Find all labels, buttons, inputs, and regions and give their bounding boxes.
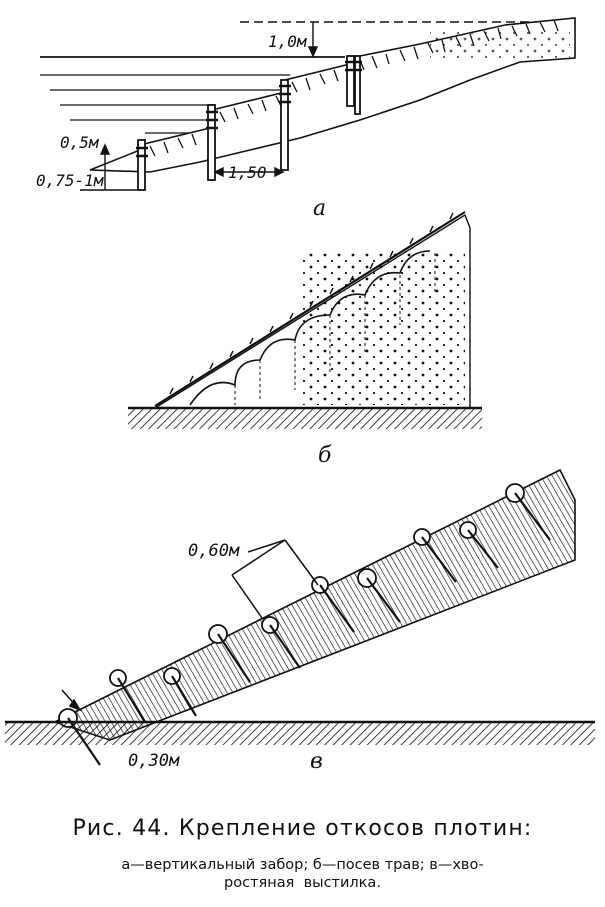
figure-caption-title: Рис. 44. Крепление откосов плотин: [72,816,533,841]
panel-c-brushwood-lining: 0,60м 0,30м в [5,468,595,774]
turf-cell-dividers [234,253,436,405]
water-surface [40,56,345,134]
ground-hatch-b [128,409,482,429]
panel-b-letter: б [318,443,332,468]
label-0-60m: 0,60м [188,541,240,561]
label-0-5m: 0,5м [60,133,100,152]
ground-hatch-c [5,723,595,745]
grass-surface-line [154,211,466,407]
turf-cells [189,250,431,406]
panel-c-letter: в [310,749,323,774]
stakes [67,492,551,766]
label-0-30m: 0,30м [128,751,180,771]
soil-dots [430,30,570,60]
soil-dots-b [300,250,465,405]
legend-line-1: а—вертикальный забор; б—посев трав; в—хв… [121,857,484,873]
fence-posts [137,55,361,191]
legend-line-2: ростяная выстилка. [224,875,381,891]
label-0-75-1m: 0,75-1м [36,171,105,190]
label-1-0m: 1,0м [268,32,308,51]
figure-caption-legend: а—вертикальный забор; б—посев трав; в—хв… [0,856,605,892]
brushwood-layer [52,468,576,741]
grass-blades [169,212,454,395]
panel-a-letter: a [313,196,326,221]
dimension-lines-c [61,539,319,712]
label-1-50: 1,50 [228,163,267,182]
dimension-lines-a [80,22,319,191]
fence-boards [136,60,362,158]
panel-b-grass-sowing: б [128,211,482,468]
panel-a-vertical-fence: 1,0м 0,5м 0,75-1м 1,50 a [36,17,576,221]
